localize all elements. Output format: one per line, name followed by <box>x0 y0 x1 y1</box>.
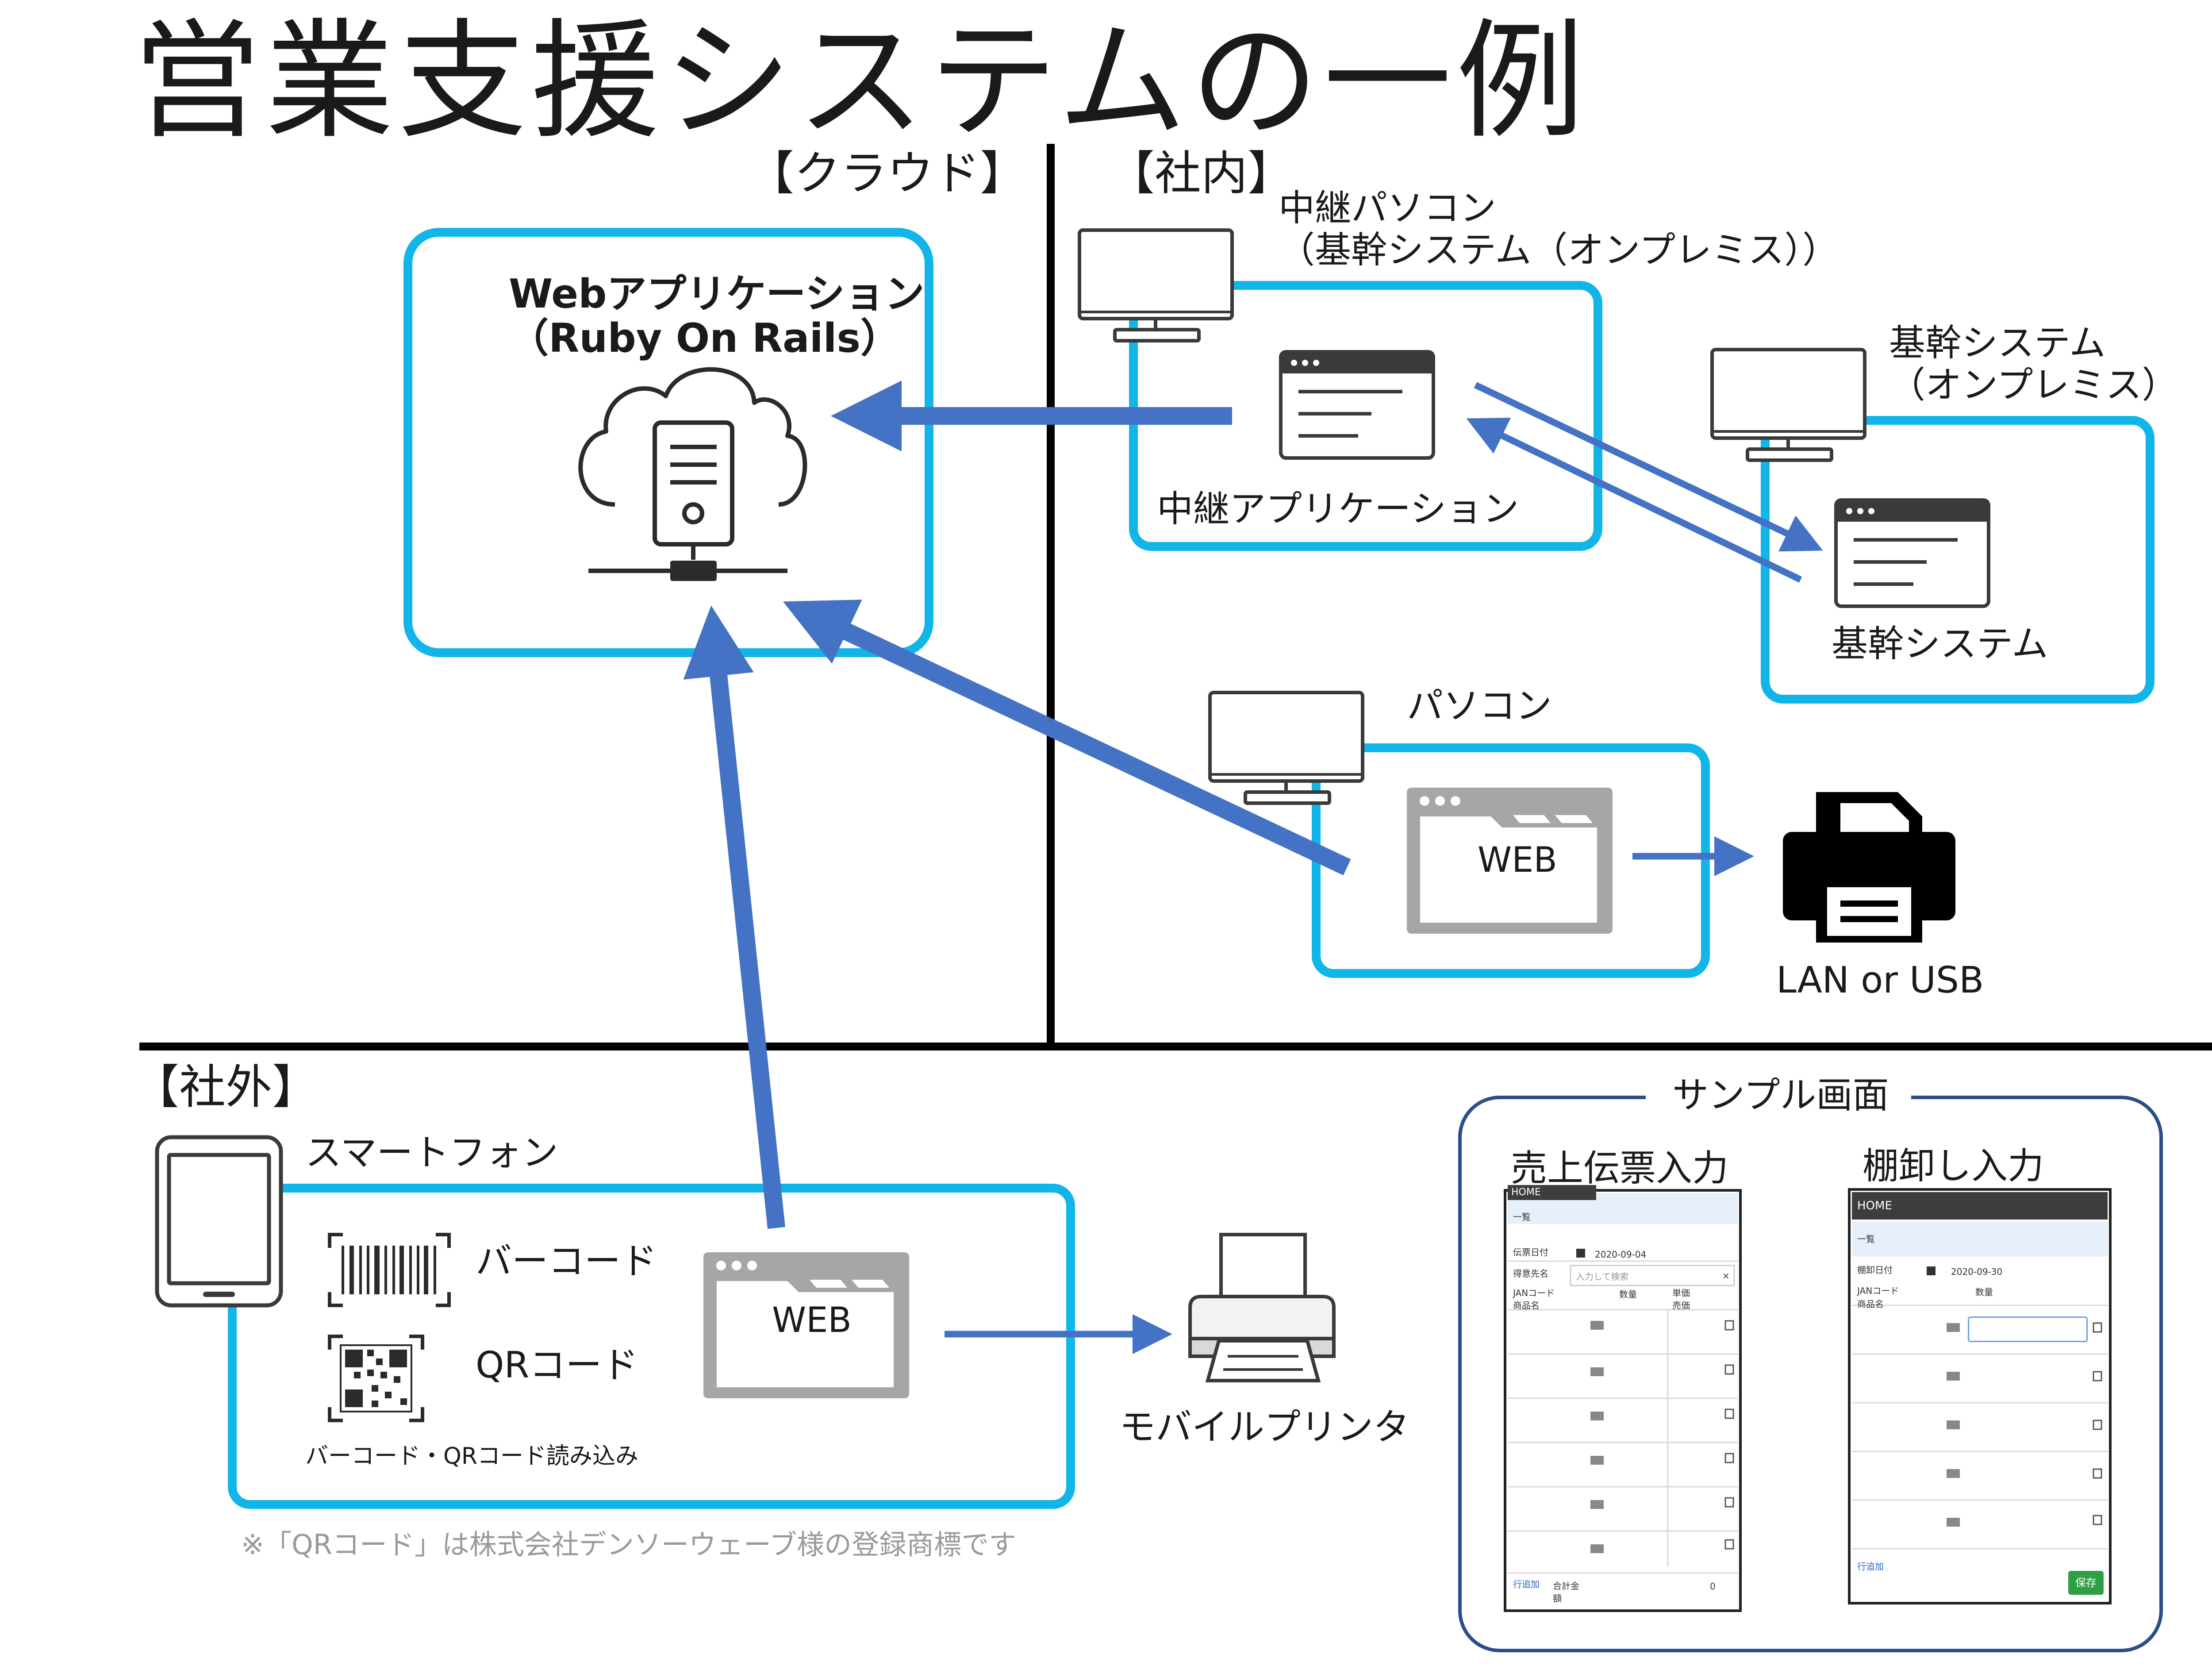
sample-title-gap <box>1646 1080 1911 1115</box>
save-button[interactable]: 保存 <box>2068 1571 2104 1595</box>
core-app-label: 基幹システム <box>1832 623 2048 665</box>
screen1-total-value: 0 <box>1710 1581 1716 1592</box>
smartphone-label: スマートフォン <box>305 1132 558 1174</box>
sample-screen-1-rows <box>1590 1321 1604 1553</box>
clear-icon[interactable]: × <box>1722 1270 1730 1281</box>
screen1-date-value[interactable]: 2020-09-04 <box>1595 1249 1647 1260</box>
screen2-col-qty: 数量 <box>1975 1287 1993 1297</box>
pc-browser-label: WEB <box>1478 840 1557 880</box>
calendar-icon[interactable] <box>1927 1266 1936 1275</box>
app-window-icon <box>1279 350 1435 460</box>
qr-label: QRコード <box>476 1344 638 1386</box>
sample-screen-1-frame <box>1504 1189 1742 1612</box>
browser-folder-icon <box>703 1252 909 1398</box>
smartphone-browser-label: WEB <box>772 1301 852 1340</box>
monitor-icon <box>1208 691 1364 805</box>
sample-screen-2-grid <box>1852 1304 2108 1550</box>
printer-icon <box>1783 792 1955 943</box>
sample-screen-1-header[interactable]: HOME <box>1508 1185 1596 1200</box>
sample-screen-2-caption: 棚卸し入力 <box>1863 1145 2044 1187</box>
qr-code-icon <box>328 1335 424 1422</box>
screen1-col-unit: 単価 <box>1672 1288 1690 1298</box>
tablet-icon <box>155 1135 283 1308</box>
arrow-pc-to-cloud <box>783 600 1351 876</box>
cloud-app-subtitle: （Ruby On Rails） <box>509 315 901 362</box>
screen1-total-label: 合計金額 <box>1553 1581 1579 1604</box>
relay-app-label: 中継アプリケーション <box>1157 488 1519 530</box>
sample-screen-2-frame <box>1848 1188 2112 1605</box>
screen1-customer-label: 得意先名 <box>1513 1268 1548 1279</box>
monitor-icon <box>1710 348 1866 462</box>
sample-screen-2-header[interactable]: HOME <box>1852 1192 2108 1220</box>
screen2-add-row-link[interactable]: 行追加 <box>1857 1561 1884 1572</box>
pc-printer-label: LAN or USB <box>1776 959 1984 1001</box>
arrow-relay-to-core <box>1474 382 1823 552</box>
sample-screen-1-caption: 売上伝票入力 <box>1511 1147 1729 1189</box>
browser-folder-icon <box>1407 788 1613 934</box>
row-delete-icon[interactable] <box>2093 1322 2102 1525</box>
section-external: 【社外】 <box>133 1060 319 1114</box>
screen1-date-label: 伝票日付 <box>1513 1247 1548 1258</box>
reader-label: バーコード・QRコード読み込み <box>305 1443 639 1470</box>
barcode-label: バーコード <box>476 1240 657 1282</box>
page-title: 営業支援システムの一例 <box>133 7 1589 156</box>
pc-label: パソコン <box>1407 685 1552 727</box>
mobile-printer-label: モバイルプリンタ <box>1119 1406 1410 1448</box>
app-window-icon <box>1834 498 1990 608</box>
mobile-printer-icon <box>1188 1233 1336 1382</box>
smartphone-box <box>228 1184 1075 1509</box>
screen2-col-jan: JANコード <box>1857 1285 1899 1296</box>
arrow-core-to-relay <box>1466 418 1802 583</box>
sample-title: サンプル画面 <box>1672 1074 1889 1116</box>
screen1-add-row-link[interactable]: 行追加 <box>1513 1579 1540 1589</box>
relay-pc-sublabel: （基幹システム（オンプレミス）） <box>1279 229 1839 271</box>
sample-screen-2-rows <box>1947 1323 1960 1527</box>
sample-screen-1-grid <box>1508 1260 1738 1574</box>
screen1-col-jan: JANコード <box>1513 1288 1555 1298</box>
cloud-server-icon <box>578 367 807 581</box>
monitor-icon <box>1078 228 1234 342</box>
screen2-date-label: 棚卸日付 <box>1857 1265 1893 1275</box>
calendar-icon[interactable] <box>1576 1249 1585 1258</box>
screen1-col-name: 商品名 <box>1513 1300 1540 1311</box>
row-delete-icon[interactable] <box>1724 1320 1734 1550</box>
quantity-input[interactable] <box>1968 1316 2088 1342</box>
screen2-subheader: 一覧 <box>1857 1234 1875 1244</box>
trademark-note: ※「QRコード」は株式会社デンソーウェーブ様の登録商標です <box>241 1528 1017 1561</box>
core-system-label: 基幹システム <box>1889 322 2106 364</box>
section-cloud: 【クラウド】 <box>748 146 1027 200</box>
section-internal: 【社内】 <box>1108 146 1294 200</box>
screen1-col-qty: 数量 <box>1619 1289 1637 1300</box>
screen1-col-price: 売価 <box>1672 1300 1690 1311</box>
screen1-search-placeholder[interactable]: 入力して検索 <box>1576 1271 1629 1282</box>
cloud-box <box>403 228 933 657</box>
customer-search-input[interactable] <box>1570 1265 1735 1286</box>
sample-screen-2-subheader-bg <box>1852 1221 2108 1257</box>
core-system-sublabel: （オンプレミス） <box>1889 364 2178 406</box>
screen1-subheader: 一覧 <box>1513 1212 1531 1222</box>
arrow-smartphone-to-cloud <box>683 605 785 1229</box>
relay-pc-label: 中継パソコン <box>1279 187 1497 229</box>
cloud-app-title: Webアプリケーション <box>509 271 925 317</box>
barcode-icon <box>328 1233 451 1307</box>
screen2-date-value[interactable]: 2020-09-30 <box>1951 1266 2003 1277</box>
screen2-col-name: 商品名 <box>1857 1299 1884 1309</box>
